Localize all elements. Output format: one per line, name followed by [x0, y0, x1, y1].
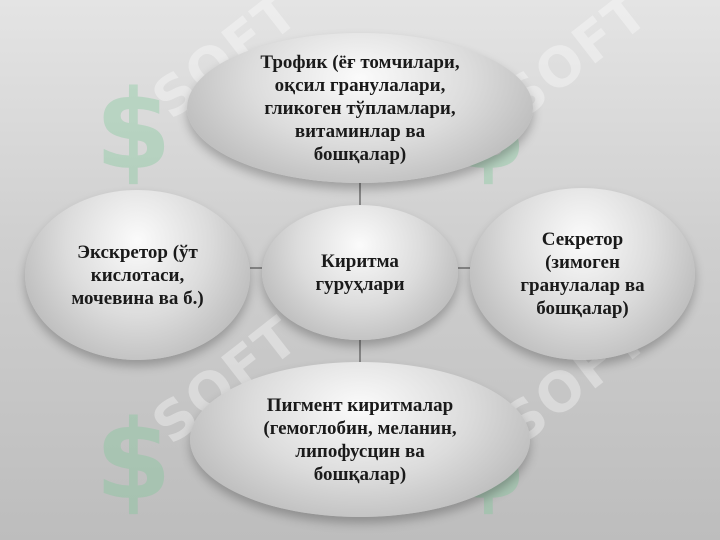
- node-pigment-label: Пигмент киритмалар (гемоглобин, меланин,…: [263, 394, 457, 485]
- node-center-inclusion-groups: Киритма гуруҳлари: [262, 205, 458, 340]
- node-trophic-label: Трофик (ёғ томчилари, оқсил гранулалари,…: [260, 51, 460, 165]
- node-trophic: Трофик (ёғ томчилари, оқсил гранулалари,…: [187, 33, 533, 183]
- node-pigment: Пигмент киритмалар (гемоглобин, меланин,…: [190, 362, 530, 517]
- node-center-label: Киритма гуруҳлари: [315, 250, 405, 295]
- node-secretory: Секретор (зимоген гранулалар ва бошқалар…: [470, 188, 695, 360]
- node-excretory: Экскретор (ўт кислотаси, мочевина ва б.): [25, 190, 250, 360]
- node-secretory-label: Секретор (зимоген гранулалар ва бошқалар…: [520, 229, 645, 319]
- node-excretory-label: Экскретор (ўт кислотаси, мочевина ва б.): [71, 241, 204, 309]
